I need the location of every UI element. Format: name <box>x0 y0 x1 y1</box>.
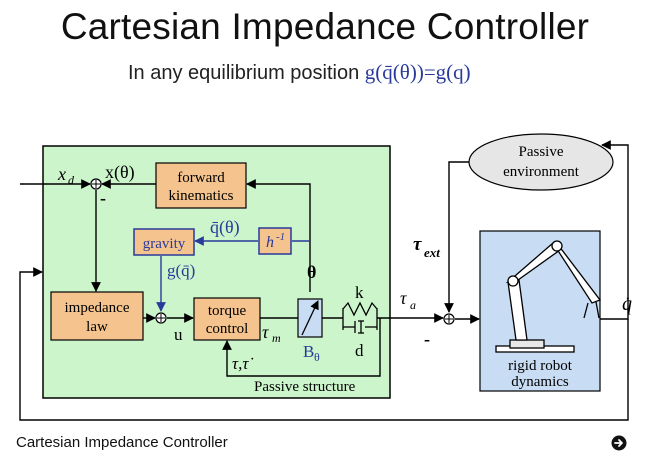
label-passive-structure: Passive structure <box>254 379 356 395</box>
svg-text:gravity: gravity <box>143 236 186 252</box>
label-minus-top: - <box>100 188 106 208</box>
impedance-law-block: impedance law <box>50 291 144 341</box>
label-tau-a-sub: a <box>410 298 416 312</box>
label-b-theta: B <box>303 342 314 361</box>
svg-text:torque: torque <box>208 303 247 319</box>
svg-text:h: h <box>266 234 274 251</box>
sum-junction-top <box>90 178 102 190</box>
svg-text:forward: forward <box>177 170 225 186</box>
label-minus-bottom: - <box>424 329 430 349</box>
label-x-theta: x(θ) <box>105 162 135 183</box>
passive-environment: Passive environment <box>468 133 614 191</box>
svg-text:Passive: Passive <box>519 144 564 160</box>
label-g-q-bar: g(q̄) <box>167 261 195 280</box>
label-q-bar-theta: q̄(θ) <box>210 217 240 238</box>
subtitle: In any equilibrium position g(q̄(θ))=g(q… <box>128 60 471 85</box>
spring-damper <box>342 301 378 334</box>
label-b-theta-sub: θ <box>314 350 320 364</box>
image-caption: Cartesian Impedance Controller <box>16 434 228 451</box>
label-u: u <box>174 325 183 344</box>
label-d: d <box>355 341 364 360</box>
svg-text:dynamics: dynamics <box>511 374 569 390</box>
label-x-d: x <box>57 164 66 184</box>
page-title: Cartesian Impedance Controller <box>60 6 590 47</box>
motor-inertia <box>297 298 323 338</box>
arrow-circle-right-icon <box>611 435 627 451</box>
label-tau-ext-sub: ext <box>424 245 440 260</box>
label-tau-feedback: τ,τ̇ <box>232 354 253 373</box>
gravity-block: gravity <box>133 228 195 256</box>
svg-text:-1: -1 <box>276 231 285 243</box>
label-q-dot: q̇ <box>622 293 632 315</box>
next-button[interactable] <box>611 435 627 451</box>
sum-junction-right <box>443 313 455 325</box>
label-tau-ext: τ <box>413 234 422 255</box>
svg-text:rigid robot: rigid robot <box>508 358 573 374</box>
sum-junction-mid <box>155 312 167 324</box>
label-tau-m-sub: m <box>272 331 281 345</box>
subtitle-formula: g(q̄(θ))=g(q) <box>364 60 471 84</box>
label-tau-m: τ <box>262 322 269 342</box>
svg-text:kinematics: kinematics <box>169 188 234 204</box>
robot-dynamics-block: rigid robot dynamics <box>479 230 602 392</box>
svg-text:control: control <box>206 321 249 337</box>
label-tau-a: τ <box>400 288 407 308</box>
h-inverse-block: h -1 <box>258 227 292 255</box>
impedance-control-diagram: forward kinematics gravity h -1 impedanc… <box>19 133 632 421</box>
torque-control-block: torque control <box>193 297 261 341</box>
forward-kinematics-block: forward kinematics <box>155 162 247 209</box>
svg-text:environment: environment <box>503 164 580 180</box>
label-k: k <box>355 283 364 302</box>
label-x-d-sub: d <box>68 173 75 187</box>
subtitle-text: In any equilibrium position <box>128 62 365 84</box>
svg-text:law: law <box>86 319 108 335</box>
robot-arm-icon <box>495 240 602 353</box>
label-theta: θ <box>307 262 316 282</box>
svg-text:impedance: impedance <box>65 300 130 316</box>
